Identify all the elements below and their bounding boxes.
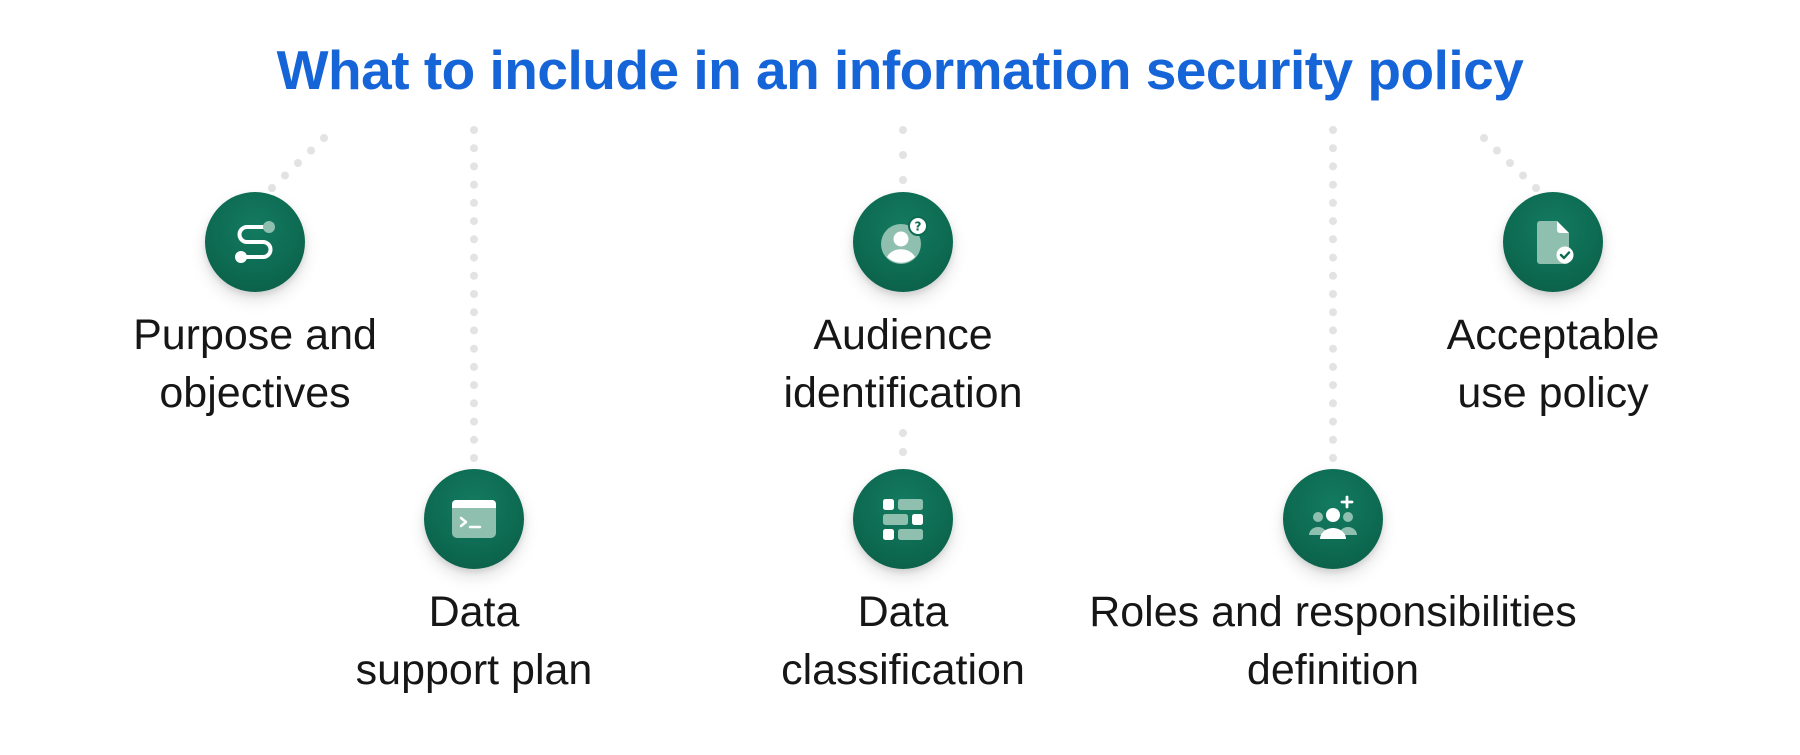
- connector-dot: [470, 362, 478, 371]
- connector-dot: [1329, 362, 1337, 371]
- connector-dot: [470, 381, 478, 390]
- connector-dot: [1329, 326, 1337, 335]
- connector-dot: [268, 184, 276, 192]
- acceptable-use-label: Acceptable use policy: [1293, 306, 1800, 422]
- connector-dot: [1506, 159, 1514, 167]
- connector-dot: [470, 435, 478, 444]
- data-support-label-line2: support plan: [355, 646, 593, 694]
- connector-dot: [1329, 180, 1337, 189]
- connector-dot: [470, 235, 478, 244]
- data-classification-label: Data classification: [643, 583, 1163, 699]
- audience-node: ?: [853, 192, 953, 292]
- roles-node: [1283, 469, 1383, 569]
- audience-label: Audience identification: [643, 306, 1163, 422]
- connector-dot: [307, 146, 315, 155]
- connector-dot: [470, 454, 478, 462]
- connector-dot: [1329, 344, 1337, 353]
- connector-dot: [1329, 417, 1337, 426]
- connector-dot: [470, 308, 478, 317]
- connector-dot: [470, 126, 478, 134]
- connector-dot: [1329, 381, 1337, 390]
- svg-text:?: ?: [915, 220, 922, 234]
- connector-dot: [1329, 198, 1337, 207]
- audience-label-line2: identification: [783, 369, 1023, 417]
- page-title: What to include in an information securi…: [276, 39, 1524, 101]
- connector-dot: [470, 253, 478, 262]
- user-group-add-icon: [1309, 495, 1357, 539]
- connector-dot: [1519, 171, 1527, 180]
- purpose-node: [205, 192, 305, 292]
- data-classification-node: [853, 469, 953, 569]
- connector-dot: [470, 399, 478, 408]
- connector-dot: [899, 151, 907, 159]
- acceptable-use-label-line1: Acceptable: [1446, 311, 1660, 359]
- connector-dot: [294, 159, 302, 167]
- connector-dot: [470, 217, 478, 226]
- grid-blocks-icon: [883, 499, 923, 540]
- connector-dot: [1329, 253, 1337, 262]
- path-route-icon: [235, 221, 275, 263]
- connector-dot: [1329, 235, 1337, 244]
- terminal-window-icon: [452, 500, 496, 538]
- purpose-label-line2: objectives: [159, 369, 351, 417]
- connector-dot: [470, 271, 478, 280]
- data-classification-label-line1: Data: [857, 588, 949, 636]
- connector-dot: [1480, 134, 1488, 142]
- connector-dot: [470, 144, 478, 153]
- connector-dot: [1329, 126, 1337, 134]
- connector-dot: [1329, 399, 1337, 408]
- roles-label-line2: definition: [1246, 646, 1420, 694]
- connector-dot: [1329, 435, 1337, 444]
- connector-dot: [899, 448, 907, 456]
- data-support-node: [424, 469, 524, 569]
- connector-dot: [1329, 217, 1337, 226]
- connector-dot: [470, 344, 478, 353]
- purpose-label: Purpose and objectives: [0, 306, 515, 422]
- purpose-label-line1: Purpose and: [133, 311, 377, 359]
- connector-dot: [470, 180, 478, 189]
- connector-dot: [1329, 162, 1337, 171]
- connector-dot: [1329, 290, 1337, 298]
- connector-dot: [1329, 308, 1337, 317]
- acceptable-use-node: [1503, 192, 1603, 292]
- connector-dot: [470, 290, 478, 298]
- document-check-icon: [1537, 221, 1574, 264]
- data-classification-label-line2: classification: [781, 646, 1025, 694]
- connector-dot: [899, 126, 907, 134]
- connector-dot: [1532, 184, 1540, 192]
- roles-label-line1: Roles and responsibilities: [1089, 588, 1577, 636]
- connector-dot: [470, 162, 478, 171]
- connector-dot: [1329, 271, 1337, 280]
- connector-dot: [1329, 144, 1337, 153]
- connector-dot: [281, 171, 289, 180]
- connector-dot: [899, 176, 907, 184]
- acceptable-use-label-line2: use policy: [1457, 369, 1649, 417]
- roles-label: Roles and responsibilities definition: [1073, 583, 1593, 699]
- connector-dot: [899, 429, 907, 437]
- connector-dot: [470, 326, 478, 335]
- data-support-label-line1: Data: [428, 588, 520, 636]
- connector-dot: [1329, 454, 1337, 462]
- connector-dot: [1493, 146, 1501, 155]
- user-question-icon: ?: [881, 216, 928, 264]
- connector-dot: [470, 417, 478, 426]
- connector-dot: [470, 198, 478, 207]
- connector-dot: [320, 134, 328, 142]
- data-support-label: Data support plan: [214, 583, 734, 699]
- audience-label-line1: Audience: [813, 311, 993, 359]
